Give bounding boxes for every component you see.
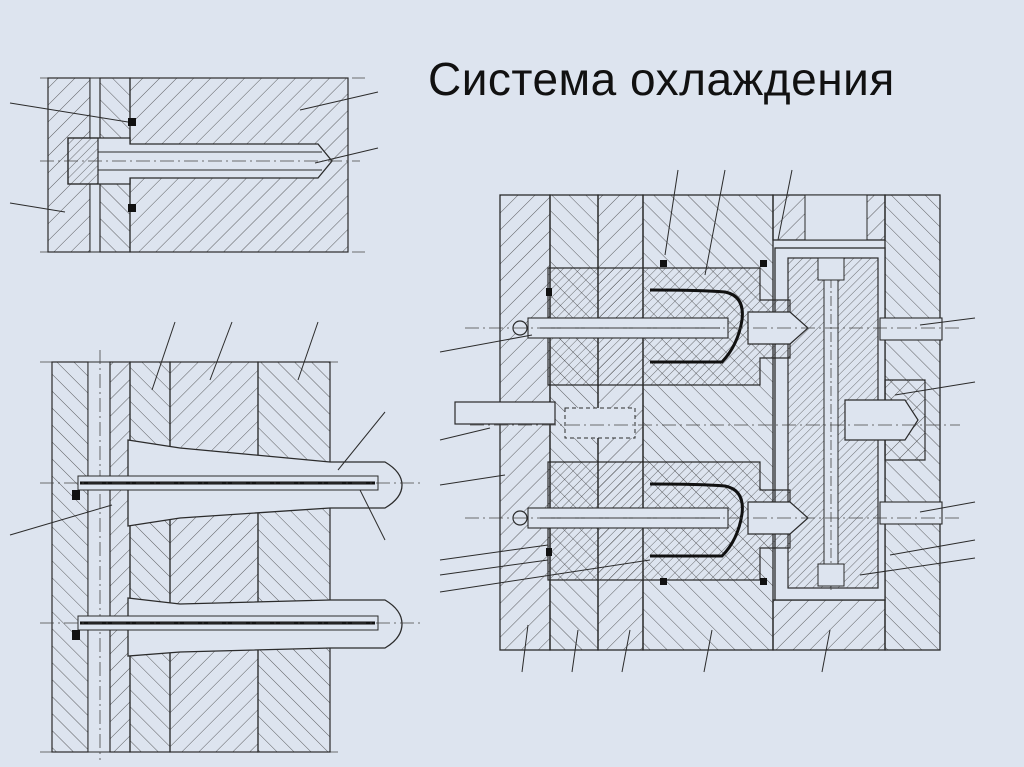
drawing-mold-assembly xyxy=(439,169,976,673)
slide-title: Система охлаждения xyxy=(428,53,895,105)
drawing-screw-insert xyxy=(9,77,379,253)
drawing-core-tubes xyxy=(9,321,420,760)
